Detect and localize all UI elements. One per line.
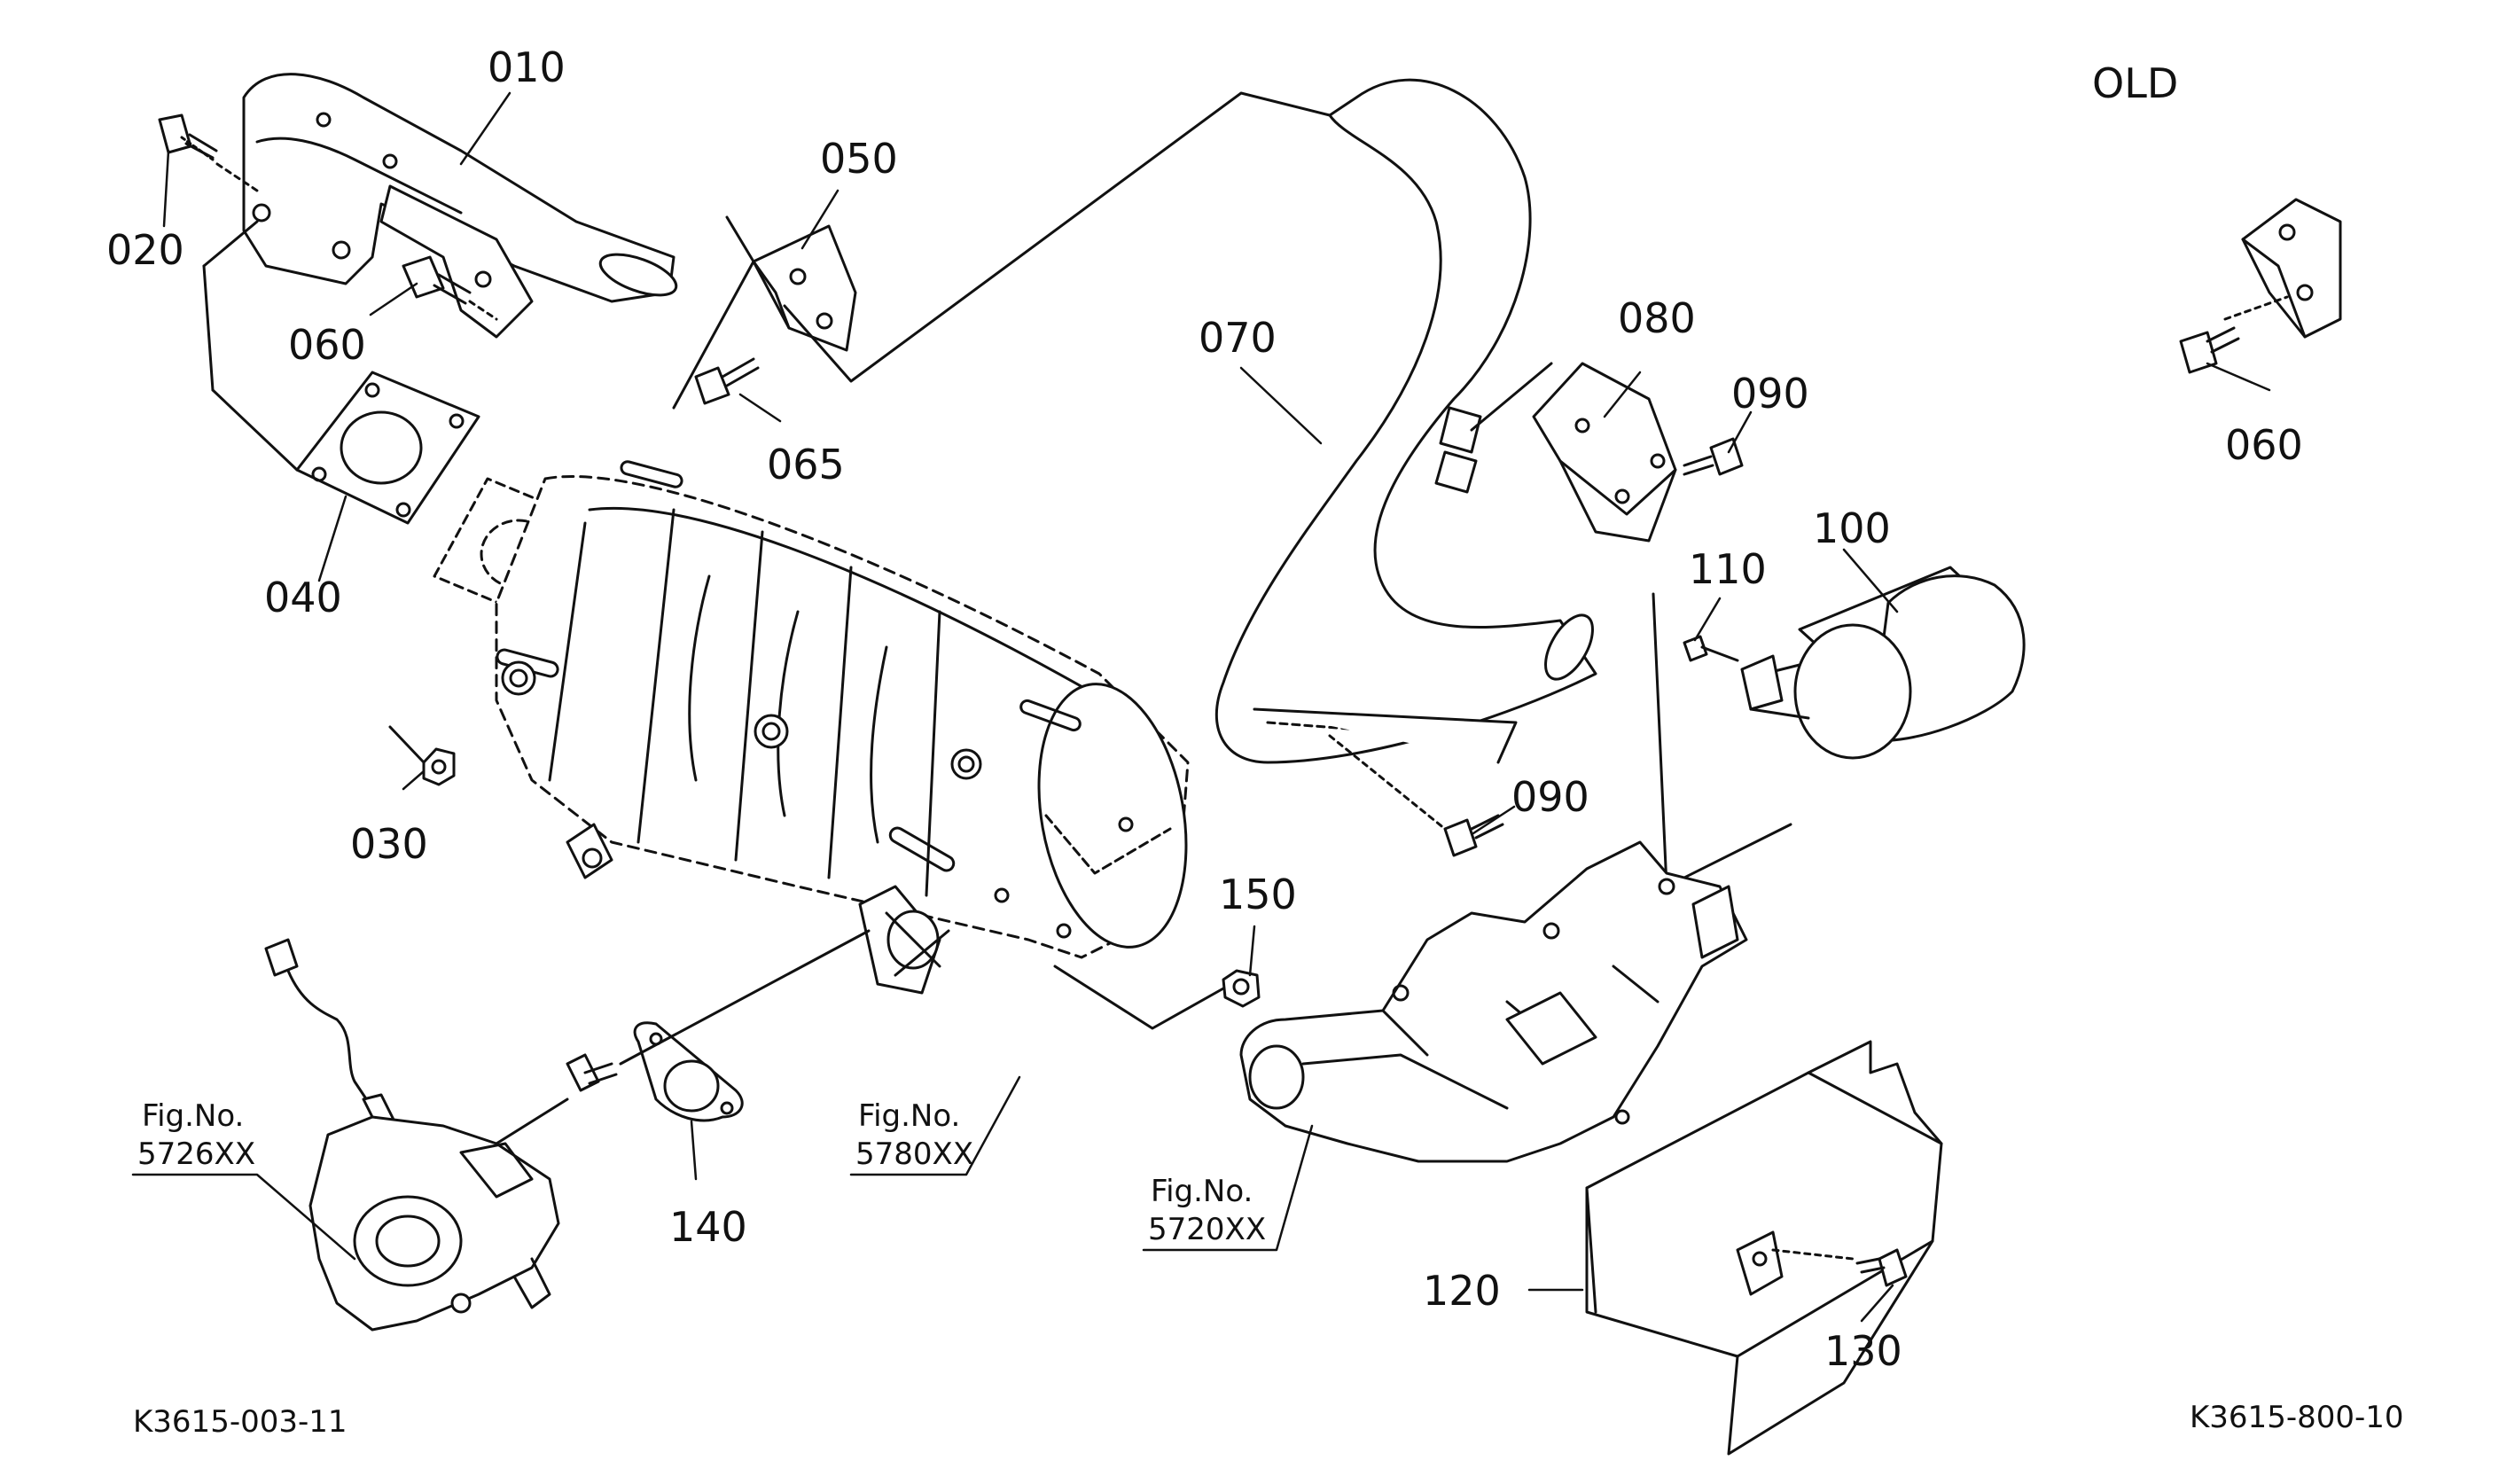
bracket-050-part[interactable] [672, 215, 857, 410]
shield-plate-120-part[interactable] [1585, 1040, 1943, 1456]
callout-150[interactable]: 150 [1219, 871, 1297, 918]
figure-ref-leaders [131, 1075, 1314, 1261]
old-variant-label: OLD [2092, 59, 2178, 107]
figref-5720-prefix[interactable]: Fig.No. [1151, 1174, 1253, 1209]
callout-120[interactable]: 120 [1423, 1267, 1501, 1315]
callout-090-top[interactable]: 090 [1731, 370, 1809, 418]
callout-090-bottom[interactable]: 090 [1511, 773, 1589, 821]
figref-5780-prefix[interactable]: Fig.No. [858, 1098, 960, 1134]
leader-lines [162, 91, 2271, 1323]
callout-100[interactable]: 100 [1813, 504, 1891, 552]
callout-060-right[interactable]: 060 [2225, 421, 2303, 469]
exhaust-manifold-ref[interactable] [1239, 840, 1748, 1163]
bolt-090b-part[interactable] [1328, 734, 1504, 857]
figref-5726-number[interactable]: 5726XX [137, 1136, 255, 1172]
callout-080[interactable]: 080 [1618, 294, 1696, 342]
bolt-110-part[interactable] [1683, 635, 1784, 711]
tail-pipe-part[interactable] [783, 78, 1602, 764]
drawing-code-left: K3615-003-11 [133, 1404, 348, 1440]
callout-030[interactable]: 030 [350, 820, 428, 868]
nut-030-part[interactable] [388, 725, 456, 786]
gasket-140-part[interactable] [633, 1021, 744, 1122]
bracket-080-part[interactable] [1532, 362, 1677, 543]
bolt-065-part[interactable] [694, 357, 760, 405]
callout-140[interactable]: 140 [669, 1203, 747, 1251]
drawing-code-right: K3615-800-10 [2190, 1400, 2404, 1435]
callout-070[interactable]: 070 [1199, 314, 1277, 362]
callout-060-left[interactable]: 060 [288, 321, 366, 369]
figref-5726-prefix[interactable]: Fig.No. [142, 1098, 244, 1134]
old-bolt-060-part[interactable] [2179, 326, 2240, 374]
callout-050[interactable]: 050 [820, 135, 898, 183]
bolt-020-part[interactable] [158, 113, 259, 192]
exhaust-pipe-part[interactable] [242, 73, 681, 339]
sensor-assembly-ref[interactable] [264, 929, 871, 1332]
bolt-130-part[interactable] [1771, 1248, 1908, 1287]
callout-065[interactable]: 065 [767, 441, 845, 488]
callout-020[interactable]: 020 [106, 226, 184, 274]
dpf-canister-body[interactable] [495, 460, 1206, 995]
callout-130[interactable]: 130 [1824, 1327, 1902, 1375]
old-bracket-part[interactable] [2223, 198, 2342, 339]
callout-010[interactable]: 010 [488, 43, 566, 91]
callout-040[interactable]: 040 [264, 574, 342, 621]
nut-150-part[interactable] [1053, 965, 1261, 1030]
bolt-090a-part[interactable] [1683, 437, 1744, 476]
heat-shield-100-part[interactable] [1652, 566, 2026, 888]
figref-5720-number[interactable]: 5720XX [1148, 1212, 1266, 1247]
figref-5780-number[interactable]: 5780XX [855, 1136, 973, 1172]
callout-110[interactable]: 110 [1689, 545, 1767, 593]
